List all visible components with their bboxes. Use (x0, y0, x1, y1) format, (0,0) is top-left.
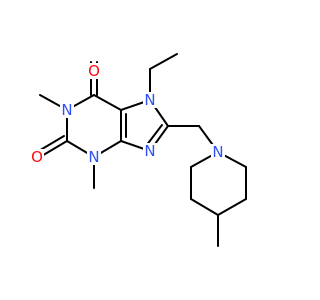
bond-c6-c5 (93, 94, 122, 111)
nitrogen-piperidine: N (211, 143, 225, 161)
oxygen-carbonyl-left: O (30, 148, 44, 166)
atom-label-n7: N (144, 91, 155, 109)
bond-c8-n9-double (145, 124, 163, 147)
oxygen-carbonyl-top: O (87, 62, 101, 80)
bond-c2-o2 (39, 140, 68, 158)
bond-pip-4 (190, 198, 219, 216)
bond-ch2-ch3 (149, 53, 178, 70)
nitrogen-n1: N (60, 101, 74, 119)
atom-label-npip: N (212, 143, 223, 161)
atom-label-n3: N (88, 148, 99, 166)
nitrogen-n7: N (143, 91, 157, 109)
molecule-diagram: O O N N N N N (30, 53, 247, 247)
atom-label-n9: N (144, 142, 155, 160)
nitrogen-n3: N (87, 148, 101, 166)
nitrogen-n9: N (143, 142, 157, 160)
atom-label-o2: O (31, 148, 43, 166)
bond-pip-3 (217, 198, 247, 216)
atom-label-n1: N (61, 101, 72, 119)
atom-labels: O O N N N N N (30, 62, 225, 166)
atom-label-o6: O (88, 62, 100, 80)
